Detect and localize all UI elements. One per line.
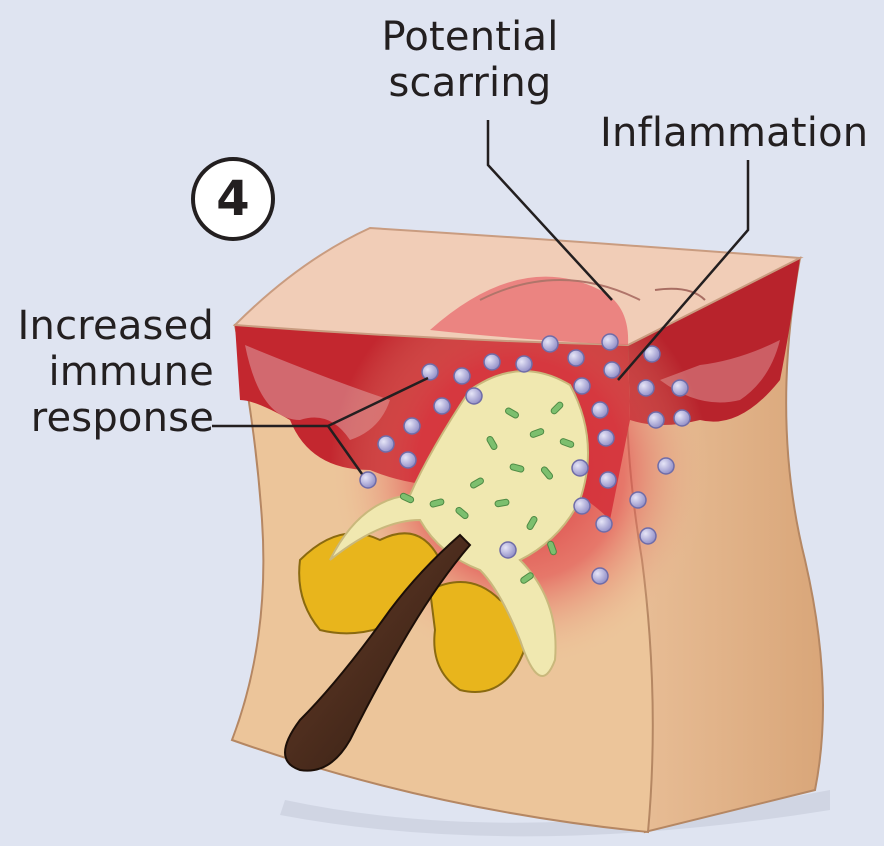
label-inflammation: Inflammation [600, 110, 868, 156]
label-line: scarring [340, 60, 600, 106]
label-increased-immune-response: Increased immune response [0, 303, 214, 441]
label-line: immune [0, 349, 214, 395]
label-line: response [0, 395, 214, 441]
step-number-badge: 4 [191, 157, 275, 241]
label-potential-scarring: Potential scarring [340, 14, 600, 106]
label-line: Potential [340, 14, 600, 60]
label-line: Increased [0, 303, 214, 349]
